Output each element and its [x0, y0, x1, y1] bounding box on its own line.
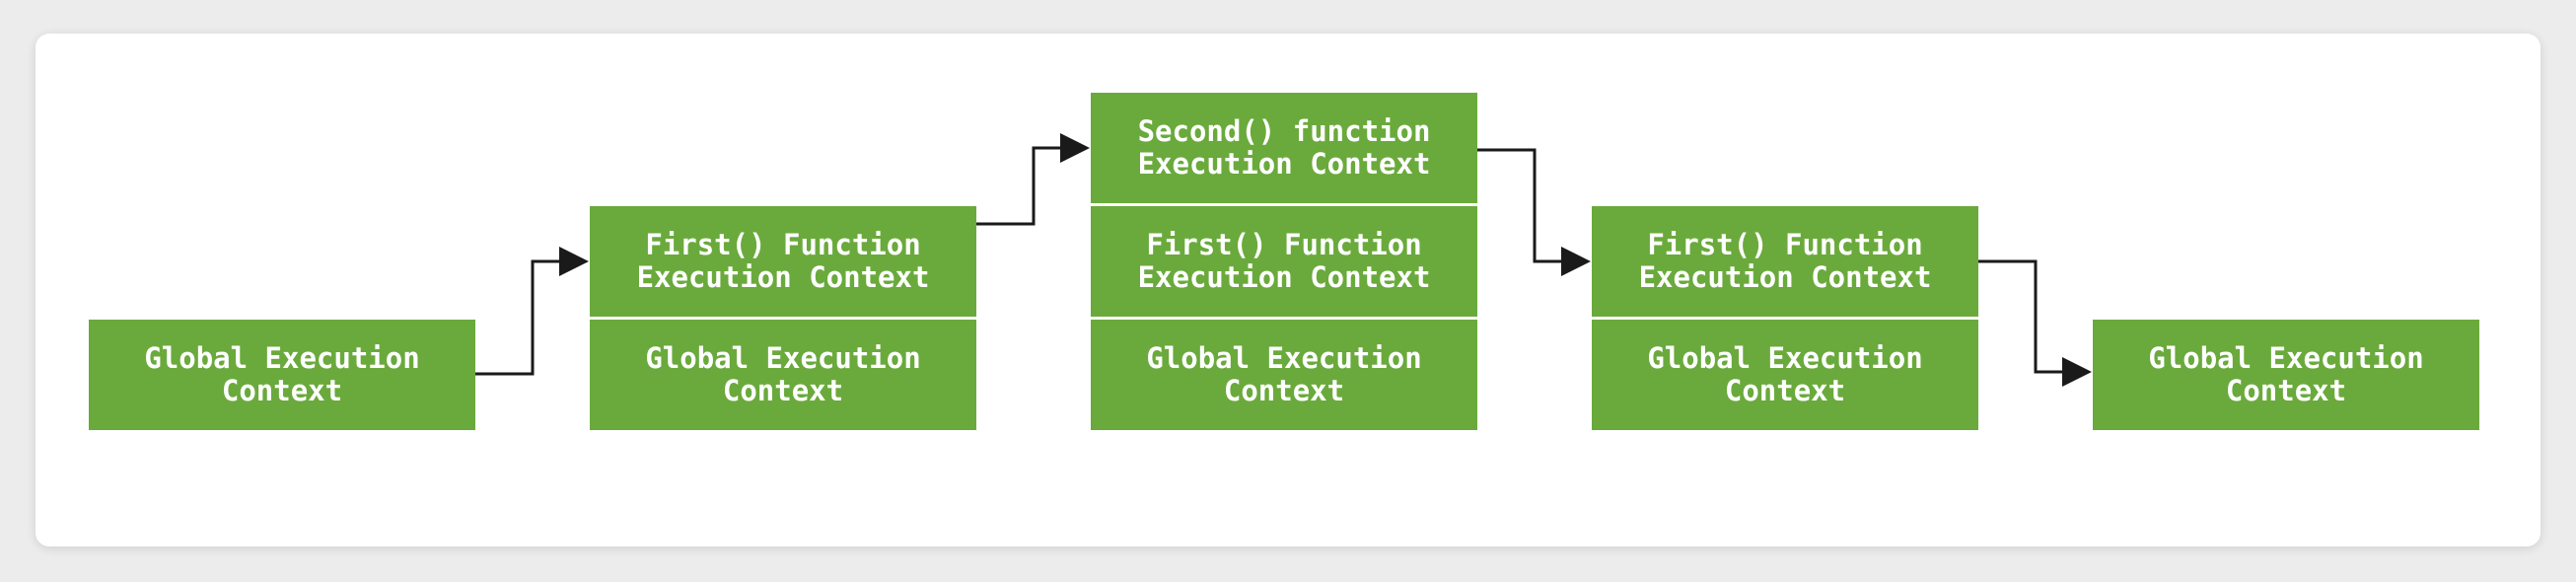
frame-label: Global Execution Context [1647, 341, 1923, 407]
stack-stage-2: First() Function Execution Context Globa… [590, 206, 976, 430]
frame-first-function-execution-context: First() Function Execution Context [590, 206, 976, 317]
frame-global-execution-context: Global Execution Context [89, 320, 475, 430]
frame-first-function-execution-context: First() Function Execution Context [1091, 206, 1477, 317]
frame-label: Global Execution Context [144, 341, 420, 407]
frame-label: Global Execution Context [645, 341, 921, 407]
frame-global-execution-context: Global Execution Context [1592, 320, 1978, 430]
frame-label: Global Execution Context [2148, 341, 2424, 407]
frame-label: First() Function Execution Context [636, 228, 930, 294]
stack-stage-4: First() Function Execution Context Globa… [1592, 206, 1978, 430]
frame-second-function-execution-context: Second() function Execution Context [1091, 93, 1477, 203]
frame-label: First() Function Execution Context [1137, 228, 1431, 294]
frame-first-function-execution-context: First() Function Execution Context [1592, 206, 1978, 317]
frame-global-execution-context: Global Execution Context [1091, 320, 1477, 430]
frame-global-execution-context: Global Execution Context [2093, 320, 2479, 430]
stack-stage-1: Global Execution Context [89, 320, 475, 430]
frame-label: Global Execution Context [1146, 341, 1422, 407]
stack-stage-3: Second() function Execution Context Firs… [1091, 93, 1477, 430]
stack-stage-5: Global Execution Context [2093, 320, 2479, 430]
frame-label: Second() function Execution Context [1137, 114, 1431, 181]
frame-global-execution-context: Global Execution Context [590, 320, 976, 430]
frame-label: First() Function Execution Context [1638, 228, 1932, 294]
